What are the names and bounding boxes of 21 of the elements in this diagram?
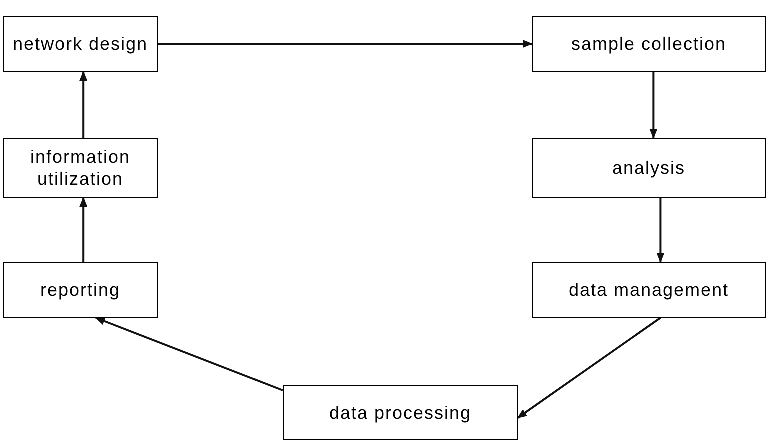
process-box — [3, 138, 158, 198]
arrow — [80, 71, 88, 138]
box-label: sample collection — [571, 33, 727, 55]
arrow — [95, 317, 284, 392]
process-box — [532, 262, 766, 318]
box-label: network design — [12, 33, 148, 55]
box-label: analysis — [612, 157, 686, 179]
arrow — [517, 317, 662, 419]
arrow — [650, 72, 658, 139]
box-label: information utilization — [29, 146, 132, 190]
arrow — [158, 40, 533, 48]
process-box — [3, 16, 158, 72]
process-box — [532, 16, 766, 72]
process-box — [532, 138, 766, 198]
box-label: data processing — [329, 402, 472, 424]
box-label: data management — [568, 279, 730, 301]
box-label: reporting — [40, 279, 121, 301]
arrow — [80, 197, 88, 262]
process-box — [3, 262, 158, 318]
process-box — [283, 385, 518, 440]
arrow — [656, 198, 665, 263]
